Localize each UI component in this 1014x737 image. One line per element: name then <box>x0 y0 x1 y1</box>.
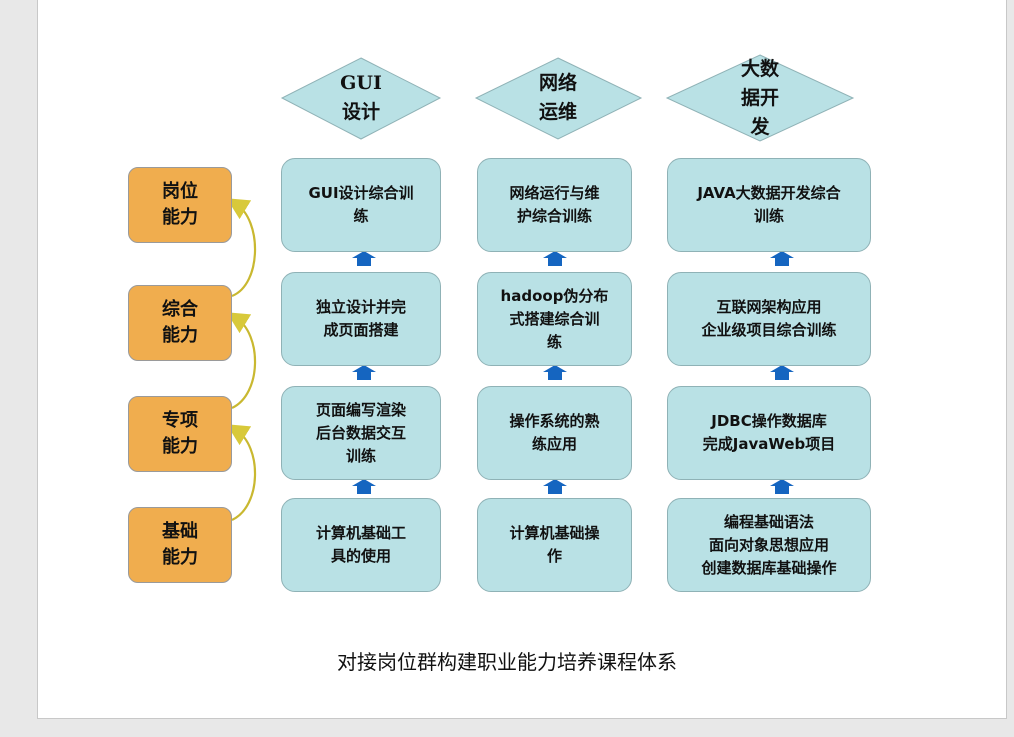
level-basic-ability: 基础能力 <box>128 507 232 583</box>
gui-box-4: 计算机基础工 具的使用 <box>281 498 441 592</box>
header-bigdata: 大数据开发 <box>740 58 779 138</box>
network-box-4: 计算机基础操 作 <box>477 498 632 592</box>
up-arrow-icon <box>543 365 567 380</box>
connector-3 <box>226 424 257 521</box>
up-arrow-icon <box>543 479 567 494</box>
gui-box-1: GUI设计综合训 练 <box>281 158 441 252</box>
up-arrow-icon <box>352 479 376 494</box>
bigdata-box-4: 编程基础语法 面向对象思想应用 创建数据库基础操作 <box>667 498 871 592</box>
bigdata-box-1: JAVA大数据开发综合 训练 <box>667 158 871 252</box>
up-arrow-icon <box>770 251 794 266</box>
level-comprehensive-ability: 综合能力 <box>128 285 232 361</box>
diagram-caption: 对接岗位群构建职业能力培养课程体系 <box>337 650 677 674</box>
up-arrow-icon <box>352 251 376 266</box>
network-box-1: 网络运行与维 护综合训练 <box>477 158 632 252</box>
network-box-2: hadoop伪分布 式搭建综合训 练 <box>477 272 632 366</box>
up-arrow-icon <box>770 365 794 380</box>
level-post-ability: 岗位能力 <box>128 167 232 243</box>
connector-2 <box>226 312 257 409</box>
connector-1 <box>226 198 257 298</box>
diamond-bigdata <box>665 54 855 142</box>
diamond-gui <box>280 57 442 140</box>
up-arrow-icon <box>770 479 794 494</box>
level-special-ability: 专项能力 <box>128 396 232 472</box>
header-network: 网络运维 <box>538 72 577 123</box>
gui-box-2: 独立设计并完 成页面搭建 <box>281 272 441 366</box>
network-box-3: 操作系统的熟 练应用 <box>477 386 632 480</box>
up-arrow-icon <box>352 365 376 380</box>
gui-box-3: 页面编写渲染 后台数据交互 训练 <box>281 386 441 480</box>
bigdata-box-3: JDBC操作数据库 完成JavaWeb项目 <box>667 386 871 480</box>
bigdata-box-2: 互联网架构应用 企业级项目综合训练 <box>667 272 871 366</box>
up-arrow-icon <box>543 251 567 266</box>
diamond-network <box>474 57 643 140</box>
